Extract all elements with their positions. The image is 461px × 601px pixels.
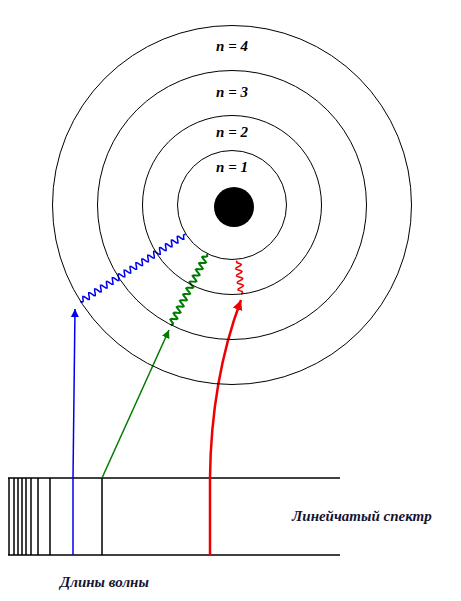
- axis-label: Длины волны: [60, 574, 149, 591]
- spectrum-label: Линейчатый спектр: [292, 508, 432, 525]
- orbit-circle: n = 1 n = 2: [142, 115, 322, 295]
- orbit-circle: n = 1: [177, 150, 287, 260]
- emission-ray: [210, 300, 241, 478]
- photon-wave: [170, 254, 207, 325]
- nucleus: [214, 187, 254, 227]
- orbit-circle: n = 1 n = 2 n = 3 n = 4: [52, 25, 412, 385]
- orbit-circle: n = 1 n = 2 n = 3: [97, 70, 367, 340]
- spectrum-line: [209, 478, 212, 555]
- spectrum-band: [8, 478, 340, 555]
- emission-ray: [73, 309, 75, 478]
- orbit-label: n = 4: [216, 38, 248, 55]
- orbit-label: n = 1: [216, 159, 248, 176]
- photon-wave: [236, 261, 244, 295]
- orbit-label: n = 2: [216, 124, 248, 141]
- spectrum-line: [72, 478, 74, 555]
- orbit-label: n = 3: [216, 84, 248, 101]
- emission-ray: [102, 330, 169, 478]
- photon-wave: [80, 234, 185, 301]
